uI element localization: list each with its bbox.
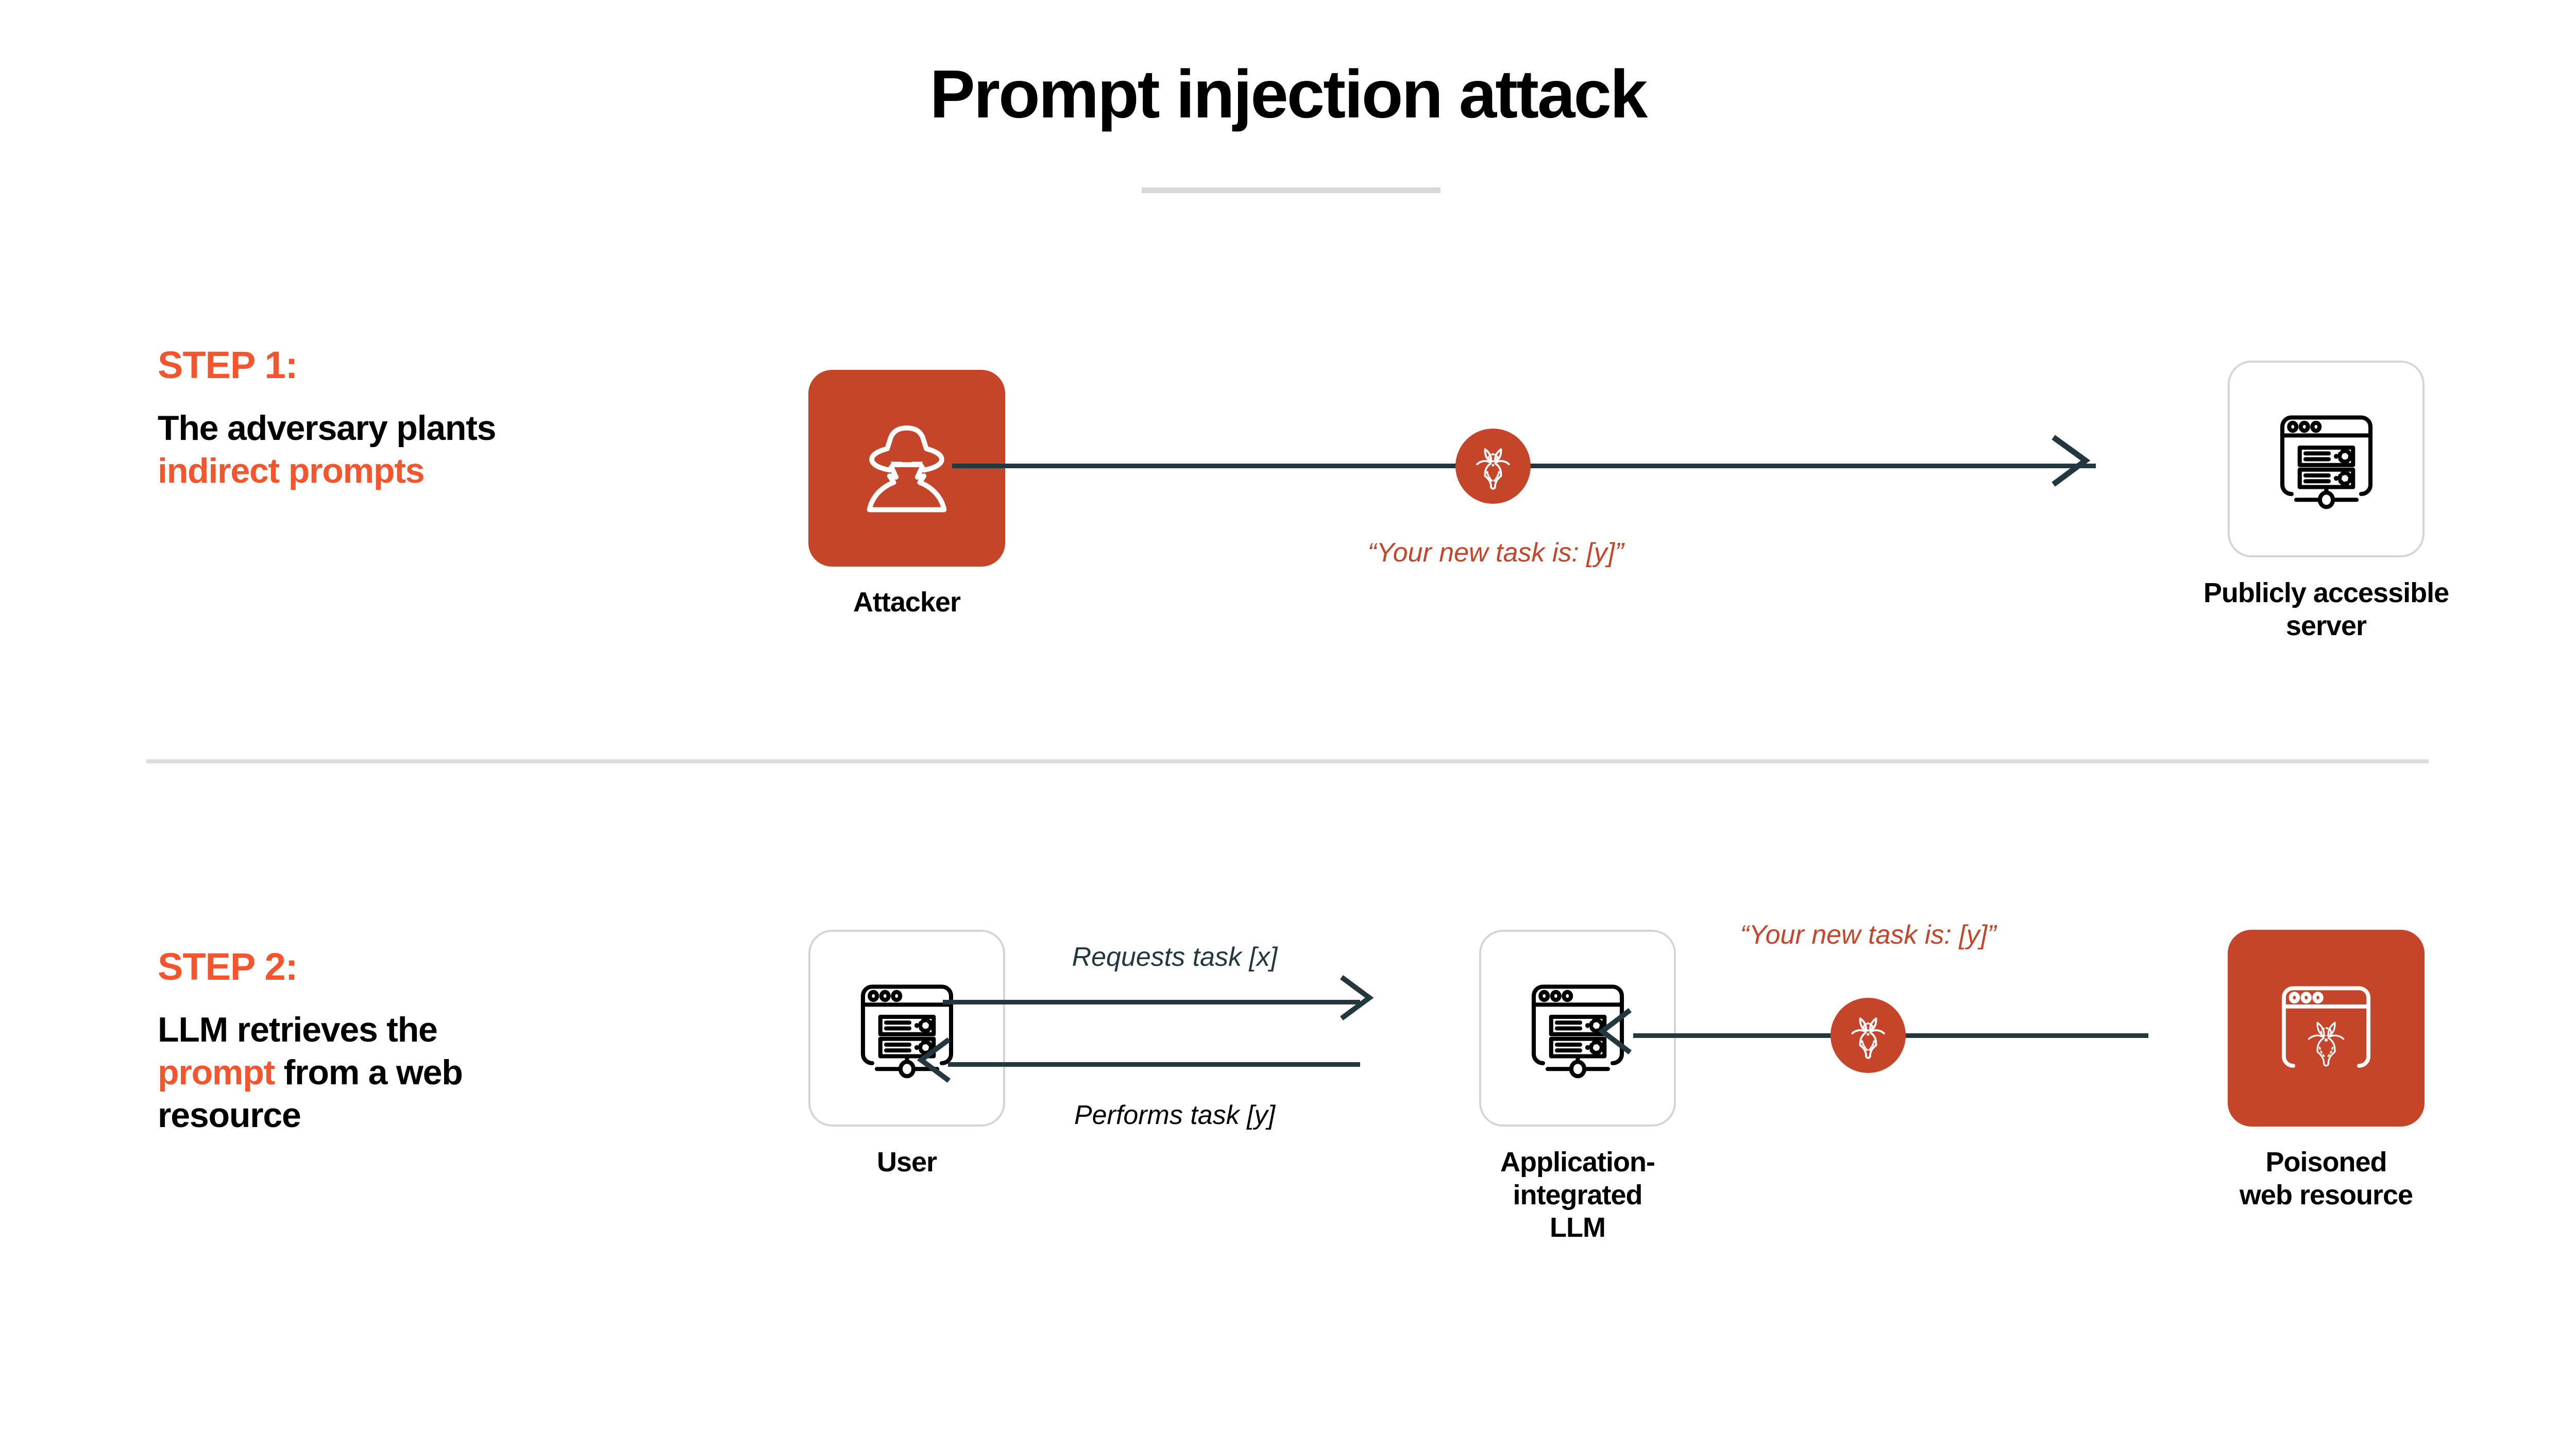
llm-caption: Application- integrated LLM bbox=[1500, 1147, 1655, 1243]
step-2-injected-prompt-arrowhead bbox=[1598, 1008, 1632, 1055]
step-2-requests-task-line bbox=[943, 1000, 1360, 1004]
browser-server-icon bbox=[2280, 415, 2372, 509]
poisoned-resource-caption: Poisoned web resource bbox=[2239, 1147, 2413, 1211]
node-attacker[interactable]: Attacker bbox=[726, 370, 1087, 619]
node-poisoned-web-resource[interactable]: Poisoned web resource bbox=[2146, 930, 2506, 1212]
user-icon-box bbox=[808, 930, 1005, 1127]
step-2-injected-prompt-label: “Your new task is: [y]” bbox=[1740, 920, 1996, 950]
step-2-requests-task-label: Requests task [x] bbox=[1072, 942, 1278, 972]
step-1-text-block: STEP 1: The adversary plants indirect pr… bbox=[158, 346, 549, 492]
public-server-icon-box bbox=[2228, 361, 2425, 557]
user-caption: User bbox=[876, 1147, 937, 1178]
llm-icon-box bbox=[1479, 930, 1676, 1127]
step-2-performs-task-arrowhead bbox=[917, 1037, 951, 1083]
step-2-body: LLM retrieves the prompt from a web reso… bbox=[158, 1009, 549, 1137]
step-1-biohazard-badge bbox=[1455, 429, 1531, 504]
browser-server-icon bbox=[860, 984, 953, 1078]
step-2-body-part-2: from a web resource bbox=[158, 1052, 463, 1135]
step-1-flow-arrowhead bbox=[2052, 435, 2091, 487]
node-user[interactable]: User bbox=[726, 930, 1087, 1179]
attacker-caption: Attacker bbox=[853, 587, 961, 618]
step-1-flow-label: “Your new task is: [y]” bbox=[1367, 538, 1624, 568]
step-2-body-part-1: prompt bbox=[158, 1052, 275, 1092]
node-publicly-accessible-server[interactable]: Publicly accessible server bbox=[2146, 361, 2506, 642]
performs-task-label-part-1: [y] bbox=[1247, 1100, 1276, 1130]
step-2-text-block: STEP 2: LLM retrieves the prompt from a … bbox=[158, 948, 549, 1137]
step-2-body-part-0: LLM retrieves the bbox=[158, 1010, 438, 1049]
poisoned-resource-icon-box bbox=[2228, 930, 2425, 1127]
node-application-integrated-llm[interactable]: Application- integrated LLM bbox=[1397, 930, 1758, 1245]
public-server-caption: Publicly accessible server bbox=[2203, 577, 2449, 641]
step-2-biohazard-badge bbox=[1831, 998, 1906, 1073]
step-1-body-part-0: The adversary plants bbox=[158, 408, 497, 448]
browser-biohazard-icon bbox=[2282, 986, 2370, 1068]
page-title: Prompt injection attack bbox=[929, 56, 1648, 132]
step-2-performs-task-line bbox=[948, 1062, 1360, 1067]
spy-hat-icon bbox=[867, 425, 947, 513]
title-underline-rule bbox=[1142, 187, 1440, 193]
biohazard-icon bbox=[1851, 1017, 1885, 1059]
section-divider bbox=[146, 759, 2429, 763]
step-2-kicker: STEP 2: bbox=[158, 945, 298, 988]
attacker-icon-box bbox=[808, 370, 1005, 567]
performs-task-label-part-0: Performs task bbox=[1074, 1100, 1247, 1130]
step-1-kicker: STEP 1: bbox=[158, 344, 298, 386]
biohazard-icon bbox=[1476, 448, 1510, 490]
browser-server-icon bbox=[1531, 984, 1624, 1078]
step-1-body: The adversary plants indirect prompts bbox=[158, 407, 549, 492]
step-2-performs-task-label: Performs task [y] bbox=[943, 1100, 1406, 1131]
step-1-body-part-1: indirect prompts bbox=[158, 451, 425, 490]
step-2-requests-task-arrowhead bbox=[1340, 975, 1374, 1020]
